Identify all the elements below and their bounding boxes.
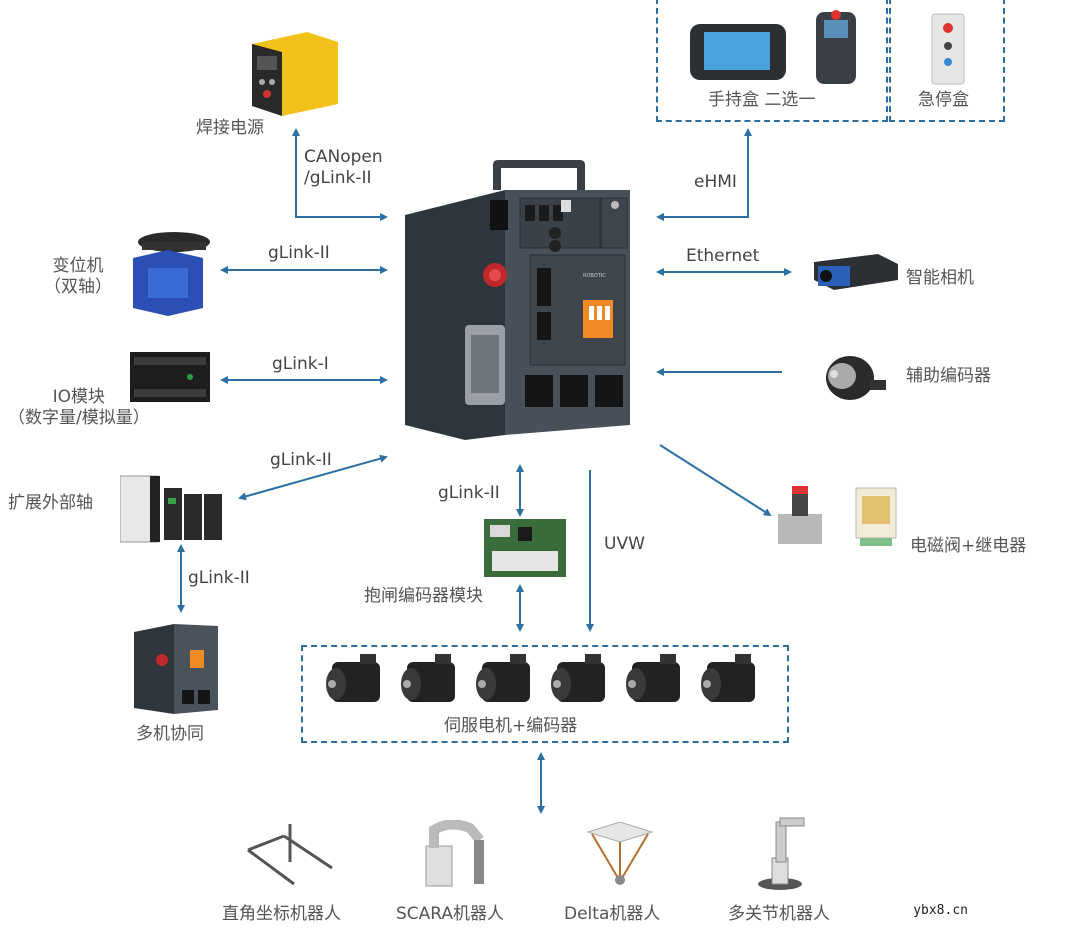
multi-machine-label: 多机协同 [136,724,204,744]
servo-group-box [301,645,789,743]
svg-text:ROBOTIC: ROBOTIC [583,273,606,279]
brake-module-image [484,519,566,577]
positioner-image [133,232,210,316]
protocol-ethernet: Ethernet [686,246,760,266]
arrow-ext-axis [238,454,388,501]
aux-encoder-label: 辅助编码器 [906,366,991,386]
protocol-glink2-positioner: gLink-II [268,243,330,263]
ext-axis-label: 扩展外部轴 [8,493,93,513]
scara-robot-image [425,820,484,887]
ext-axis-image [120,475,222,543]
estop-box-label: 急停盒 [918,90,969,110]
valve-relay-image [778,486,897,546]
robot-label-articulated: 多关节机器人 [728,904,830,924]
servo-label: 伺服电机+编码器 [444,716,578,736]
protocol-glink1-io: gLink-I [272,354,329,374]
arrow-welding [292,128,388,221]
valve-relay-label: 电磁阀+继电器 [910,536,1027,556]
delta-robot-image [586,822,654,885]
servo-motors-image [326,654,755,702]
protocol-glink2-brake: gLink-II [438,483,500,503]
controller-cabinet-image: ROBOTIC [405,160,630,440]
protocol-uvw: UVW [604,534,645,554]
arrow-valve [659,444,772,517]
multi-machine-image [134,624,218,714]
estop-group-box [889,0,1005,122]
protocol-glink2-multi: gLink-II [188,568,250,588]
welding-power-label: 焊接电源 [196,118,264,138]
articulated-robot-image [758,817,805,890]
handheld-group-box [656,0,888,122]
cartesian-robot-image [247,824,333,886]
io-module-image [130,352,210,402]
protocol-canopen: CANopen /gLink-II [304,147,383,189]
positioner-label: 变位机 （双轴） [44,256,112,298]
handheld-pendant-image [690,10,856,84]
smart-camera-image [814,254,898,290]
smart-camera-label: 智能相机 [906,268,974,288]
watermark: ybx8.cn [913,903,968,918]
robot-label-scara: SCARA机器人 [396,904,505,924]
robot-label-cartesian: 直角坐标机器人 [222,904,341,924]
io-module-label: IO模块 （数字量/模拟量） [8,387,150,429]
handheld-label: 手持盒 二选一 [708,90,816,110]
welding-power-image [252,32,338,116]
arrow-ehmi [656,128,752,221]
aux-encoder-image [826,356,886,400]
estop-box-image [931,13,965,85]
robot-label-delta: Delta机器人 [564,904,661,924]
protocol-glink2-ext: gLink-II [270,450,332,470]
protocol-ehmi: eHMI [694,172,737,192]
brake-module-label: 抱闸编码器模块 [364,586,483,606]
